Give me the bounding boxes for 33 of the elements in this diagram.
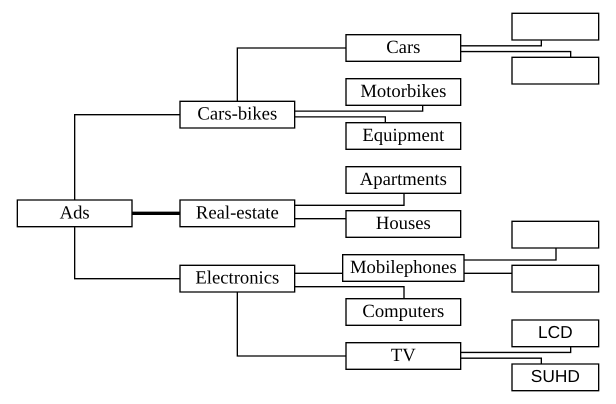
node-box: Real-estate <box>179 199 296 228</box>
connector <box>294 105 424 112</box>
node-box: Houses <box>345 210 462 238</box>
connector <box>461 40 542 46</box>
connector <box>236 292 346 357</box>
connector <box>74 114 180 200</box>
node-box <box>511 56 600 85</box>
node-box: Cars-bikes <box>179 100 296 129</box>
node-box: Cars <box>345 34 462 62</box>
connector <box>74 227 180 280</box>
node-box <box>511 12 600 41</box>
node-box: Electronics <box>179 264 296 293</box>
connector <box>294 116 386 123</box>
node-box: Mobilephones <box>342 254 465 282</box>
node-box: Equipment <box>345 122 462 150</box>
node-box: LCD <box>511 319 600 348</box>
node-box <box>511 220 600 249</box>
connector <box>294 272 342 274</box>
node-box: SUHD <box>511 363 600 392</box>
node-box: Computers <box>345 298 462 326</box>
node-box: Apartments <box>345 166 462 194</box>
connector <box>132 212 180 215</box>
node-box: TV <box>345 342 462 370</box>
node-box <box>511 264 600 293</box>
connector <box>236 47 346 102</box>
connector <box>464 272 512 274</box>
connector <box>460 346 572 354</box>
connector <box>460 50 572 58</box>
connector <box>294 218 346 220</box>
node-box: Ads <box>16 199 133 228</box>
connector <box>461 358 542 364</box>
connector <box>464 248 557 261</box>
node-box: Motorbikes <box>345 78 462 106</box>
